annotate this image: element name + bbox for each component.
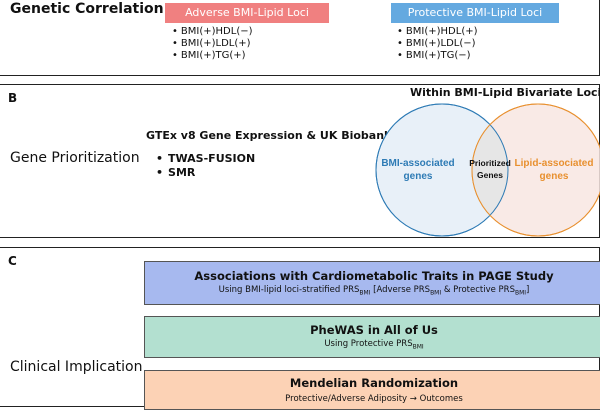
panel-b-header: GTEx v8 Gene Expression & UK Biobank GWA…: [146, 129, 433, 142]
prioritized-genes-label-2: Genes: [477, 170, 503, 180]
phewas-box: PheWAS in All of Us Using Protective PRS…: [144, 316, 600, 358]
protective-loci-list: BMI(+)HDL(+) BMI(+)LDL(−) BMI(+)TG(−): [397, 26, 478, 62]
panel-b-title: Gene Prioritization: [10, 150, 140, 166]
bmi-genes-label-2: genes: [404, 171, 433, 182]
page-study-title: Associations with Cardiometabolic Traits…: [194, 269, 554, 283]
page-study-subtitle: Using BMI-lipid loci-stratified PRSBMI […: [218, 285, 530, 297]
panel-b: B Gene Prioritization GTEx v8 Gene Expre…: [0, 84, 600, 238]
phewas-title: PheWAS in All of Us: [310, 323, 438, 337]
protective-loci-box: Protective BMI-Lipid Loci: [391, 3, 559, 23]
lipid-genes-label-1: Lipid-associated: [515, 158, 594, 169]
mendelian-randomization-title: Mendelian Randomization: [289, 376, 459, 390]
panel-b-letter: B: [8, 91, 18, 105]
adverse-item: BMI(+)LDL(+): [172, 38, 253, 50]
mendelian-randomization-subtitle: Protective/Adverse Adiposity → Outcomes: [285, 394, 463, 404]
adverse-item: BMI(+)TG(+): [172, 50, 253, 62]
tool-smr: SMR: [156, 166, 255, 180]
panel-a-title: Genetic Correlation: [10, 1, 164, 17]
venn-title: Within BMI-Lipid Bivariate Loci: [410, 86, 600, 99]
panel-c-letter: C: [8, 254, 17, 268]
phewas-subtitle: Using Protective PRSBMI: [324, 339, 424, 351]
bmi-genes-label-1: BMI-associated: [381, 158, 454, 169]
tool-list: TWAS-FUSION SMR: [156, 152, 255, 180]
page-study-box: Associations with Cardiometabolic Traits…: [144, 261, 600, 305]
protective-item: BMI(+)HDL(+): [397, 26, 478, 38]
adverse-loci-list: BMI(+)HDL(−) BMI(+)LDL(+) BMI(+)TG(+): [172, 26, 253, 62]
venn-overlap: [472, 125, 508, 215]
tool-twas-fusion: TWAS-FUSION: [156, 152, 255, 166]
mendelian-randomization-box: Mendelian Randomization Protective/Adver…: [144, 370, 600, 410]
lipid-genes-label-2: genes: [540, 171, 569, 182]
panel-a: Genetic Correlation Adverse BMI-Lipid Lo…: [0, 0, 600, 76]
protective-item: BMI(+)TG(−): [397, 50, 478, 62]
venn-diagram: BMI-associated genes Prioritized Genes L…: [375, 103, 600, 237]
panel-c: C Clinical Implication Associations with…: [0, 247, 600, 410]
adverse-loci-box: Adverse BMI-Lipid Loci: [165, 3, 329, 23]
prioritized-genes-label-1: Prioritized: [469, 158, 511, 168]
panel-c-title: Clinical Implication: [10, 359, 143, 375]
protective-item: BMI(+)LDL(−): [397, 38, 478, 50]
adverse-item: BMI(+)HDL(−): [172, 26, 253, 38]
